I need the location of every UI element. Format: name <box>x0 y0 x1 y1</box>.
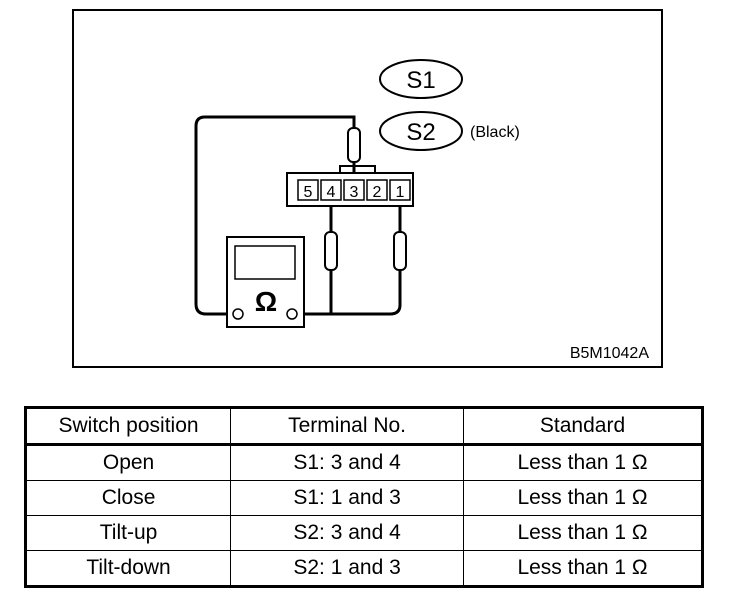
probe-lead-terminal-3 <box>194 115 356 316</box>
table-row: Close S1: 1 and 3 Less than 1 Ω <box>24 480 703 516</box>
cell-switch-position: Tilt-down <box>24 550 232 587</box>
connector-latch <box>339 165 376 173</box>
header-terminal-no: Terminal No. <box>230 407 465 446</box>
connector-s2-badge <box>379 111 463 151</box>
terminal-cells <box>297 179 411 201</box>
terminal-number: 1 <box>396 184 405 201</box>
cell-switch-position: Open <box>24 444 232 481</box>
figure-code: B5M1042A <box>570 345 649 362</box>
table-row: Tilt-down S2: 1 and 3 Less than 1 Ω <box>24 550 703 587</box>
terminal-cell <box>366 179 388 201</box>
terminal-number: 4 <box>327 184 336 201</box>
table-row: Open S1: 3 and 4 Less than 1 Ω <box>24 444 703 481</box>
cell-switch-position: Close <box>24 480 232 516</box>
terminal-cell <box>343 179 365 201</box>
connector-s1-badge <box>379 59 463 99</box>
diagram-frame <box>72 9 663 368</box>
probe-tip <box>347 127 361 163</box>
cell-terminal-no: S2: 1 and 3 <box>230 550 465 587</box>
cell-terminal-no: S2: 3 and 4 <box>230 515 465 551</box>
cell-standard: Less than 1 Ω <box>463 515 703 551</box>
terminal-number: 3 <box>350 184 359 201</box>
connector-s1-label: S1 <box>406 67 435 94</box>
header-switch-position: Switch position <box>24 407 232 446</box>
specification-table: Switch position Terminal No. Standard Op… <box>24 406 704 588</box>
table-header-row: Switch position Terminal No. Standard <box>24 407 703 446</box>
terminal-number: 2 <box>373 184 382 201</box>
diagram-canvas: S1 S2 (Black) 5 4 3 2 1 Ω <box>72 9 663 368</box>
terminal-cell <box>389 179 411 201</box>
connector-s2-color-note: (Black) <box>470 124 520 141</box>
ohmmeter-terminal <box>286 308 298 320</box>
terminal-cell <box>320 179 342 201</box>
header-standard: Standard <box>463 407 703 446</box>
terminal-cell <box>297 179 319 201</box>
table-row: Tilt-up S2: 3 and 4 Less than 1 Ω <box>24 515 703 551</box>
ohmmeter-display <box>234 245 296 280</box>
cell-standard: Less than 1 Ω <box>463 550 703 587</box>
cell-standard: Less than 1 Ω <box>463 480 703 516</box>
probe-tip <box>393 231 407 271</box>
terminal-number: 5 <box>304 184 313 201</box>
ohmmeter-terminal <box>232 308 244 320</box>
cell-switch-position: Tilt-up <box>24 515 232 551</box>
ohmmeter-ohm-symbol: Ω <box>255 286 277 317</box>
probe-tip <box>324 231 338 271</box>
connector-body <box>286 172 414 207</box>
cell-terminal-no: S1: 3 and 4 <box>230 444 465 481</box>
cell-terminal-no: S1: 1 and 3 <box>230 480 465 516</box>
cell-standard: Less than 1 Ω <box>463 444 703 481</box>
connector-s2-label: S2 <box>406 119 435 146</box>
wiring-diagram: S1 S2 (Black) 5 4 3 2 1 Ω <box>72 9 663 368</box>
probe-lead-terminal-1 <box>331 206 402 316</box>
